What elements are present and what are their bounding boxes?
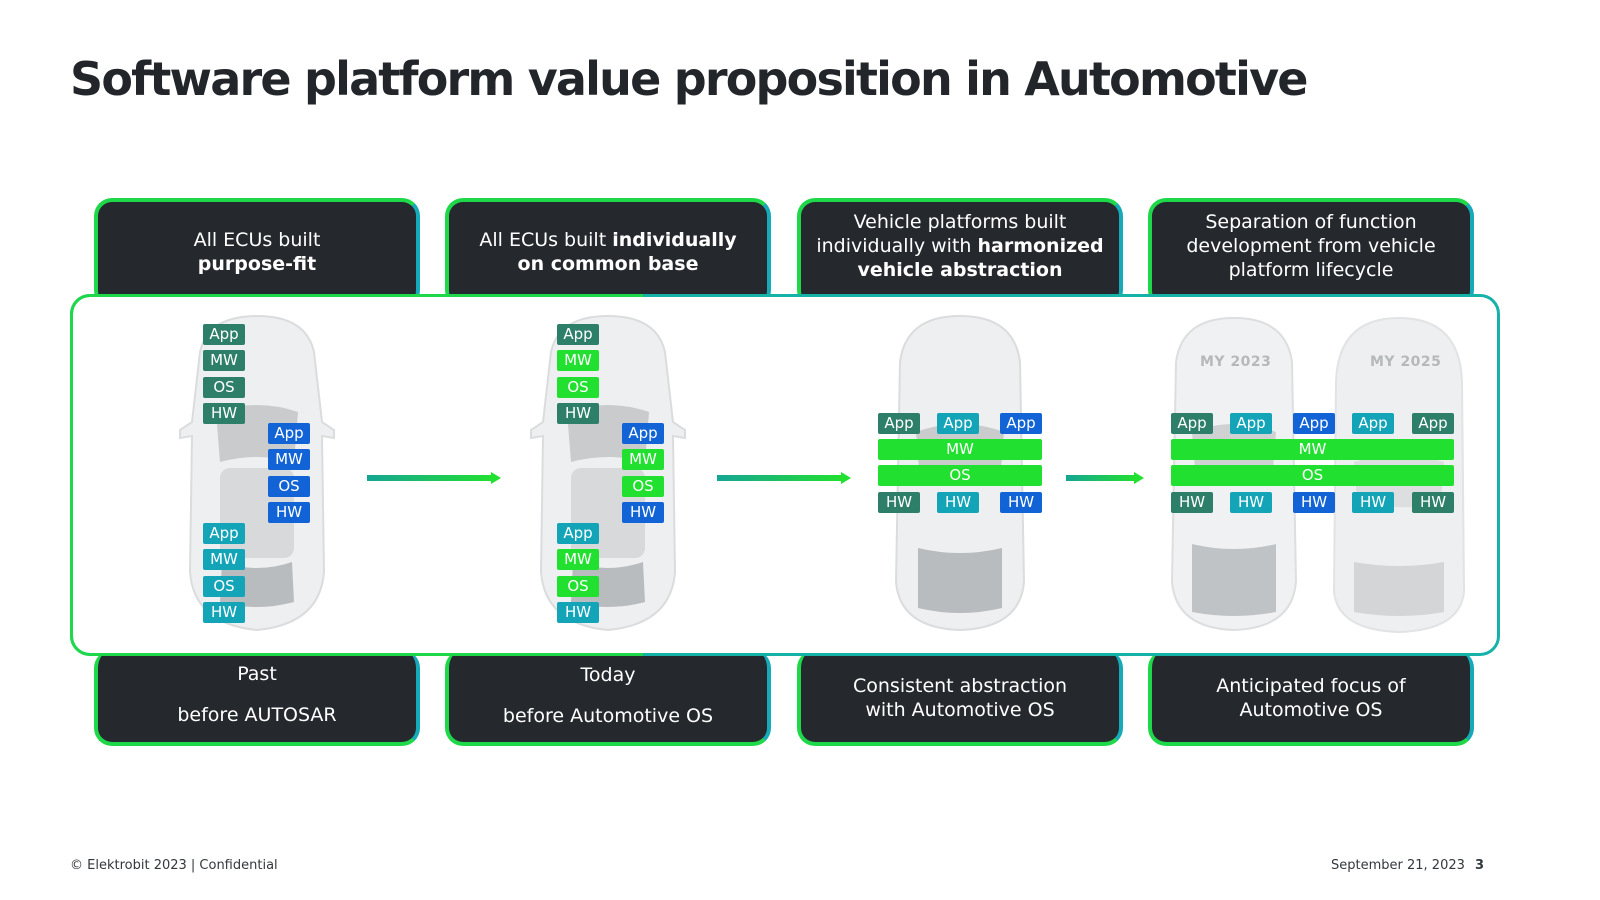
chip-os-layer: OS xyxy=(878,465,1042,486)
chip-hw: HW xyxy=(1412,492,1454,513)
era-sublabel: before AUTOSAR xyxy=(177,704,337,726)
chip-hw: HW xyxy=(1352,492,1394,513)
car-top-view-icon xyxy=(178,312,336,634)
chip-os: OS xyxy=(557,576,599,597)
era-label: Anticipated focus of Automotive OS xyxy=(1216,675,1406,721)
chip-hw: HW xyxy=(203,403,245,424)
card-text: Vehicle platforms built individually wit… xyxy=(816,211,1067,257)
chip-mw: MW xyxy=(268,449,310,470)
card-text-bold: individually on common base xyxy=(517,229,737,275)
chip-mw: MW xyxy=(557,350,599,371)
card-text: All ECUs built xyxy=(479,229,613,251)
chip-hw: HW xyxy=(878,492,920,513)
card-text-bold: harmonized vehicle abstraction xyxy=(857,235,1104,281)
chip-hw: HW xyxy=(1230,492,1272,513)
footer-date: September 21, 2023 xyxy=(1331,858,1465,873)
era-label: Past xyxy=(237,663,277,685)
chip-app: App xyxy=(203,523,245,544)
chip-app: App xyxy=(622,423,664,444)
chip-os: OS xyxy=(557,377,599,398)
chip-app: App xyxy=(1171,413,1213,434)
chip-mw: MW xyxy=(557,549,599,570)
chip-hw: HW xyxy=(203,602,245,623)
era-label: Today xyxy=(580,664,636,686)
card-separation-top: Separation of function development from … xyxy=(1148,198,1474,308)
car-top-view-icon xyxy=(529,312,687,634)
chip-mw: MW xyxy=(203,549,245,570)
chip-hw: HW xyxy=(1000,492,1042,513)
card-harmonized-top: Vehicle platforms built individually wit… xyxy=(797,198,1123,308)
chip-hw: HW xyxy=(557,403,599,424)
model-year-label: MY 2023 xyxy=(1200,354,1272,370)
chip-os: OS xyxy=(622,476,664,497)
chip-hw: HW xyxy=(622,502,664,523)
card-today-bottom: Today before Automotive OS xyxy=(445,650,771,746)
chip-os: OS xyxy=(268,476,310,497)
chip-mw-layer: MW xyxy=(1171,439,1454,460)
model-year-label: MY 2025 xyxy=(1370,354,1442,370)
chip-hw: HW xyxy=(1293,492,1335,513)
era-label: Consistent abstraction with Automotive O… xyxy=(852,675,1068,721)
card-harmonized-bottom: Consistent abstraction with Automotive O… xyxy=(797,650,1123,746)
chip-hw: HW xyxy=(557,602,599,623)
page-number: 3 xyxy=(1475,858,1485,873)
chip-os: OS xyxy=(203,576,245,597)
card-text: Separation of function development from … xyxy=(1186,211,1436,281)
card-today-top: All ECUs built individually on common ba… xyxy=(445,198,771,308)
chip-app: App xyxy=(1000,413,1042,434)
chip-app: App xyxy=(1293,413,1335,434)
chip-hw: HW xyxy=(268,502,310,523)
chip-app: App xyxy=(1230,413,1272,434)
page-title: Software platform value proposition in A… xyxy=(70,52,1308,106)
chip-mw: MW xyxy=(203,350,245,371)
chip-mw-layer: MW xyxy=(878,439,1042,460)
card-text-bold: purpose-fit xyxy=(197,253,317,275)
chip-mw: MW xyxy=(622,449,664,470)
chip-app: App xyxy=(1352,413,1394,434)
chip-app: App xyxy=(557,523,599,544)
chip-app: App xyxy=(878,413,920,434)
arrow-right-icon xyxy=(717,469,851,484)
chip-app: App xyxy=(1412,413,1454,434)
chip-app: App xyxy=(557,324,599,345)
card-past-bottom: Past before AUTOSAR xyxy=(94,650,420,746)
era-sublabel: before Automotive OS xyxy=(502,705,714,727)
card-past-top: All ECUs built purpose-fit xyxy=(94,198,420,308)
arrow-right-icon xyxy=(1066,469,1144,484)
card-separation-bottom: Anticipated focus of Automotive OS xyxy=(1148,650,1474,746)
chip-os-layer: OS xyxy=(1171,465,1454,486)
chip-hw: HW xyxy=(1171,492,1213,513)
footer-copyright: © Elektrobit 2023 | Confidential xyxy=(70,858,278,873)
chip-app: App xyxy=(937,413,979,434)
arrow-right-icon xyxy=(367,469,501,484)
chip-hw: HW xyxy=(937,492,979,513)
chip-app: App xyxy=(268,423,310,444)
chip-app: App xyxy=(203,324,245,345)
chip-os: OS xyxy=(203,377,245,398)
card-text: All ECUs built xyxy=(193,229,321,251)
